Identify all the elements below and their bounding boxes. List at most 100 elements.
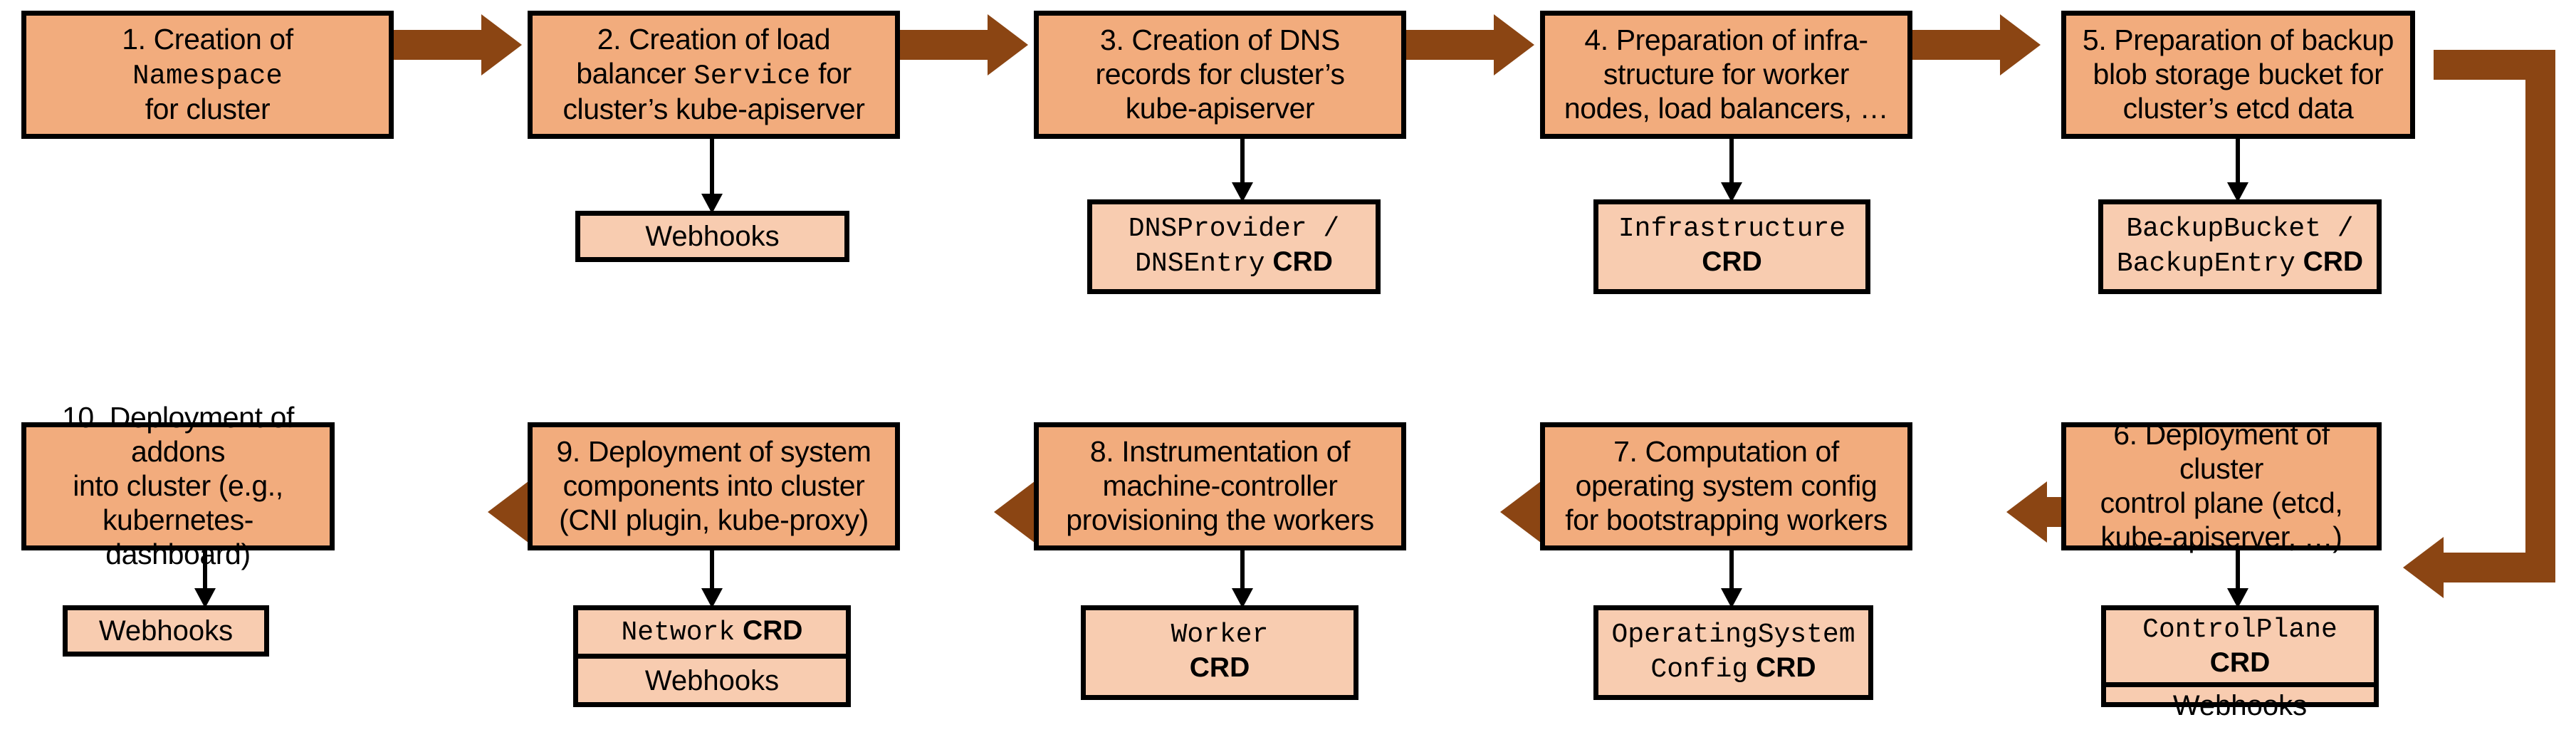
step-2-line-2a: balancer <box>576 56 694 90</box>
step-5-line-3: cluster’s etcd data <box>2122 91 2354 125</box>
webhooks-label-9: Webhooks <box>644 664 780 696</box>
arrow-step2-to-step3 <box>900 14 1028 75</box>
step-10-line-2: into cluster (e.g., <box>73 469 283 503</box>
sub-box-step5-backupbucket-crd[interactable]: BackupBucket / BackupEntry CRD <box>2098 199 2382 294</box>
step-8-line-2: machine-controller <box>1102 469 1338 503</box>
sub-row-network-crd: Network CRD <box>578 610 846 654</box>
sub-box-step8-worker-crd[interactable]: Worker CRD <box>1081 605 1358 700</box>
controlplane-crd-suffix: CRD <box>2209 647 2271 678</box>
step-4-line-1: 4. Preparation of infra- <box>1584 23 1868 57</box>
sub-row-webhooks-9: Webhooks <box>578 654 846 702</box>
infrastructure-crd-mono: Infrastructure <box>1618 214 1846 245</box>
network-crd-label: Network CRD <box>622 615 803 649</box>
backupbucket-crd-mono: BackupBucket / BackupEntry <box>2116 214 2354 279</box>
sub-row-dns-crd: DNSProvider / DNSEntry CRD <box>1092 204 1376 289</box>
link-step9-to-sub <box>701 550 723 608</box>
step-7-line-3: for bootstrapping workers <box>1565 503 1888 536</box>
dns-crd-mono: DNSProvider / DNSEntry <box>1128 214 1340 279</box>
webhooks-label-6: Webhooks <box>2172 690 2308 722</box>
controlplane-crd-mono: ControlPlane <box>2142 615 2337 645</box>
step-5-line-2: blob storage bucket for <box>2093 58 2384 91</box>
step-7-line-1: 7. Computation of <box>1613 435 1839 469</box>
step-2-line-1: 2. Creation of load <box>597 22 831 56</box>
sub-row-osc-crd: OperatingSystem Config CRD <box>1598 610 1868 695</box>
step-4-line-3: nodes, load balancers, … <box>1564 91 1889 125</box>
link-step10-to-sub <box>194 550 216 608</box>
step-3-line-3: kube-apiserver <box>1125 91 1315 125</box>
arrow-step4-to-step5 <box>1912 14 2041 75</box>
link-step3-to-sub <box>1232 138 1253 202</box>
link-step7-to-sub <box>1721 550 1742 608</box>
step-9-line-1: 9. Deployment of system <box>556 435 871 469</box>
step-2-line-3: cluster’s kube-apiserver <box>562 93 865 126</box>
link-step6-to-sub <box>2227 550 2248 608</box>
step-2-line-2c: for <box>810 56 852 90</box>
link-step8-to-sub <box>1232 550 1253 608</box>
sub-box-step10-webhooks[interactable]: Webhooks <box>63 605 269 657</box>
step-3-line-2: records for cluster’s <box>1095 58 1345 91</box>
step-1-line-3: for cluster <box>145 93 271 126</box>
arrow-step1-to-step2 <box>394 14 522 75</box>
arrow-step5-to-step6 <box>2403 50 2555 598</box>
step-10-line-3: kubernetes-dashboard) <box>102 503 254 570</box>
sub-box-step7-osc-crd[interactable]: OperatingSystem Config CRD <box>1593 605 1873 700</box>
step-4-line-2: structure for worker <box>1603 58 1850 91</box>
webhooks-label-10: Webhooks <box>98 615 234 647</box>
controlplane-crd-label: ControlPlane CRD <box>2110 612 2370 681</box>
step-box-4[interactable]: 4. Preparation of infra-structure for wo… <box>1540 11 1912 139</box>
worker-crd-suffix: CRD <box>1189 652 1250 683</box>
network-crd-mono: Network <box>621 617 735 649</box>
worker-crd-label: Worker CRD <box>1171 619 1269 686</box>
arrow-step3-to-step4 <box>1406 14 1534 75</box>
dns-crd-label: DNSProvider / DNSEntry CRD <box>1129 213 1339 280</box>
sub-box-step2-webhooks[interactable]: Webhooks <box>575 211 849 262</box>
dns-crd-suffix: CRD <box>1265 246 1333 277</box>
link-step4-to-sub <box>1721 138 1742 202</box>
network-crd-suffix: CRD <box>735 615 803 647</box>
sub-row-worker-crd: Worker CRD <box>1086 610 1354 695</box>
sub-box-step6-controlplane-crd[interactable]: ControlPlane CRD Webhooks <box>2101 605 2379 721</box>
step-1-line-2: Namespace <box>132 60 283 92</box>
step-8-line-1: 8. Instrumentation of <box>1089 435 1351 469</box>
sub-row-infrastructure-crd: Infrastructure CRD <box>1598 204 1865 289</box>
sub-box-step4-infrastructure-crd[interactable]: Infrastructure CRD <box>1593 199 1870 294</box>
step-5-line-1: 5. Preparation of backup <box>2082 23 2394 57</box>
step-2-line-2b: Service <box>693 60 811 92</box>
step-1-line-1: 1. Creation of <box>122 22 293 56</box>
sub-row-webhooks-10: Webhooks <box>68 610 264 652</box>
step-6-line-3: kube-apiserver, …) <box>2100 520 2342 553</box>
sub-row-controlplane-crd: ControlPlane CRD <box>2106 610 2374 682</box>
osc-crd-mono: OperatingSystem Config <box>1611 620 1855 685</box>
sub-box-step9-network-crd[interactable]: Network CRD Webhooks <box>573 605 851 707</box>
step-10-line-1: 10. Deployment of addons <box>62 401 294 469</box>
sub-row-webhooks: Webhooks <box>580 216 844 257</box>
step-9-line-2: components into cluster <box>562 469 865 503</box>
step-6-line-1: 6. Deployment of cluster <box>2113 418 2330 486</box>
infrastructure-crd-suffix: CRD <box>1702 246 1762 277</box>
link-step5-to-sub <box>2227 138 2248 202</box>
backupbucket-crd-label: BackupBucket / BackupEntry CRD <box>2117 213 2363 280</box>
step-8-line-3: provisioning the workers <box>1066 503 1374 536</box>
backupbucket-crd-suffix: CRD <box>2295 246 2364 277</box>
sub-box-step3-dns-crd[interactable]: DNSProvider / DNSEntry CRD <box>1087 199 1381 294</box>
link-step2-to-sub <box>701 138 723 214</box>
sub-row-backupbucket-crd: BackupBucket / BackupEntry CRD <box>2103 204 2377 289</box>
